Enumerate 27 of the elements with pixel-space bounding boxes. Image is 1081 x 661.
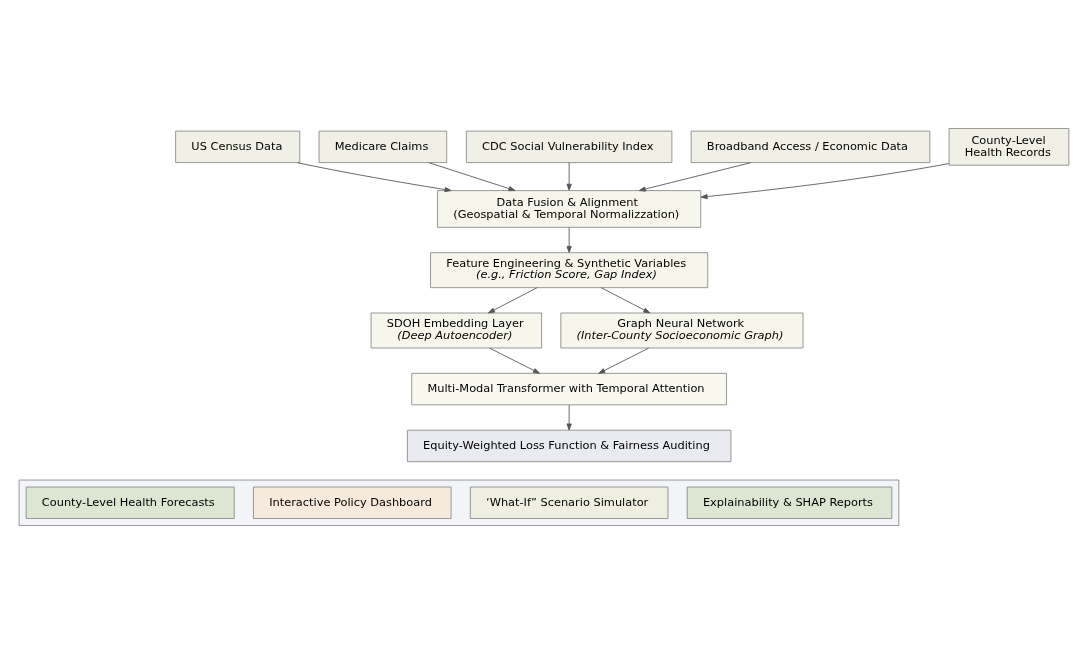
- arrow: [489, 347, 541, 374]
- arrow: [488, 287, 538, 314]
- node-box: Data Fusion & Alignment (Geospatial & Temporal Normalizzation): [437, 190, 702, 228]
- arrow: [566, 404, 572, 431]
- arrow: [297, 162, 452, 193]
- node-box: Broadband Access / Economic Data: [690, 130, 931, 164]
- node-box: SDOH Embedding Layer (Deep Autoencoder): [370, 312, 543, 349]
- arrow: [566, 162, 572, 191]
- node-box: Explainability & SHAP Reports: [686, 486, 893, 519]
- node-box: Multi-Modal Transformer with Temporal Attention: [411, 372, 727, 406]
- arrow: [566, 226, 572, 253]
- arrow: [600, 287, 651, 314]
- arrow: [598, 347, 650, 374]
- node-box: Interactive Policy Dashboard: [253, 486, 452, 519]
- arrow: [428, 162, 516, 192]
- node-box: Feature Engineering & Synthetic Variables (e.g., Friction Score, Gap Index): [430, 252, 709, 289]
- node-box: Equity-Weighted Loss Function & Fairness Auditing: [406, 429, 732, 463]
- cluster: [18, 479, 900, 526]
- node-box: CDC Social Vulnerability Index: [465, 130, 673, 164]
- node-box: Graph Neural Network (Inter-County Socioeconomic Graph): [560, 312, 804, 349]
- arrow: [638, 162, 752, 192]
- node-box: US Census Data: [175, 130, 301, 164]
- node-box: County-Level Health Forecasts: [25, 486, 235, 519]
- arrow: [700, 163, 950, 200]
- node-box: Medicare Claims: [318, 130, 448, 164]
- node-box: County-Level Health Records: [948, 128, 1070, 166]
- node-box: ‘What-If” Scenario Simulator: [469, 486, 669, 519]
